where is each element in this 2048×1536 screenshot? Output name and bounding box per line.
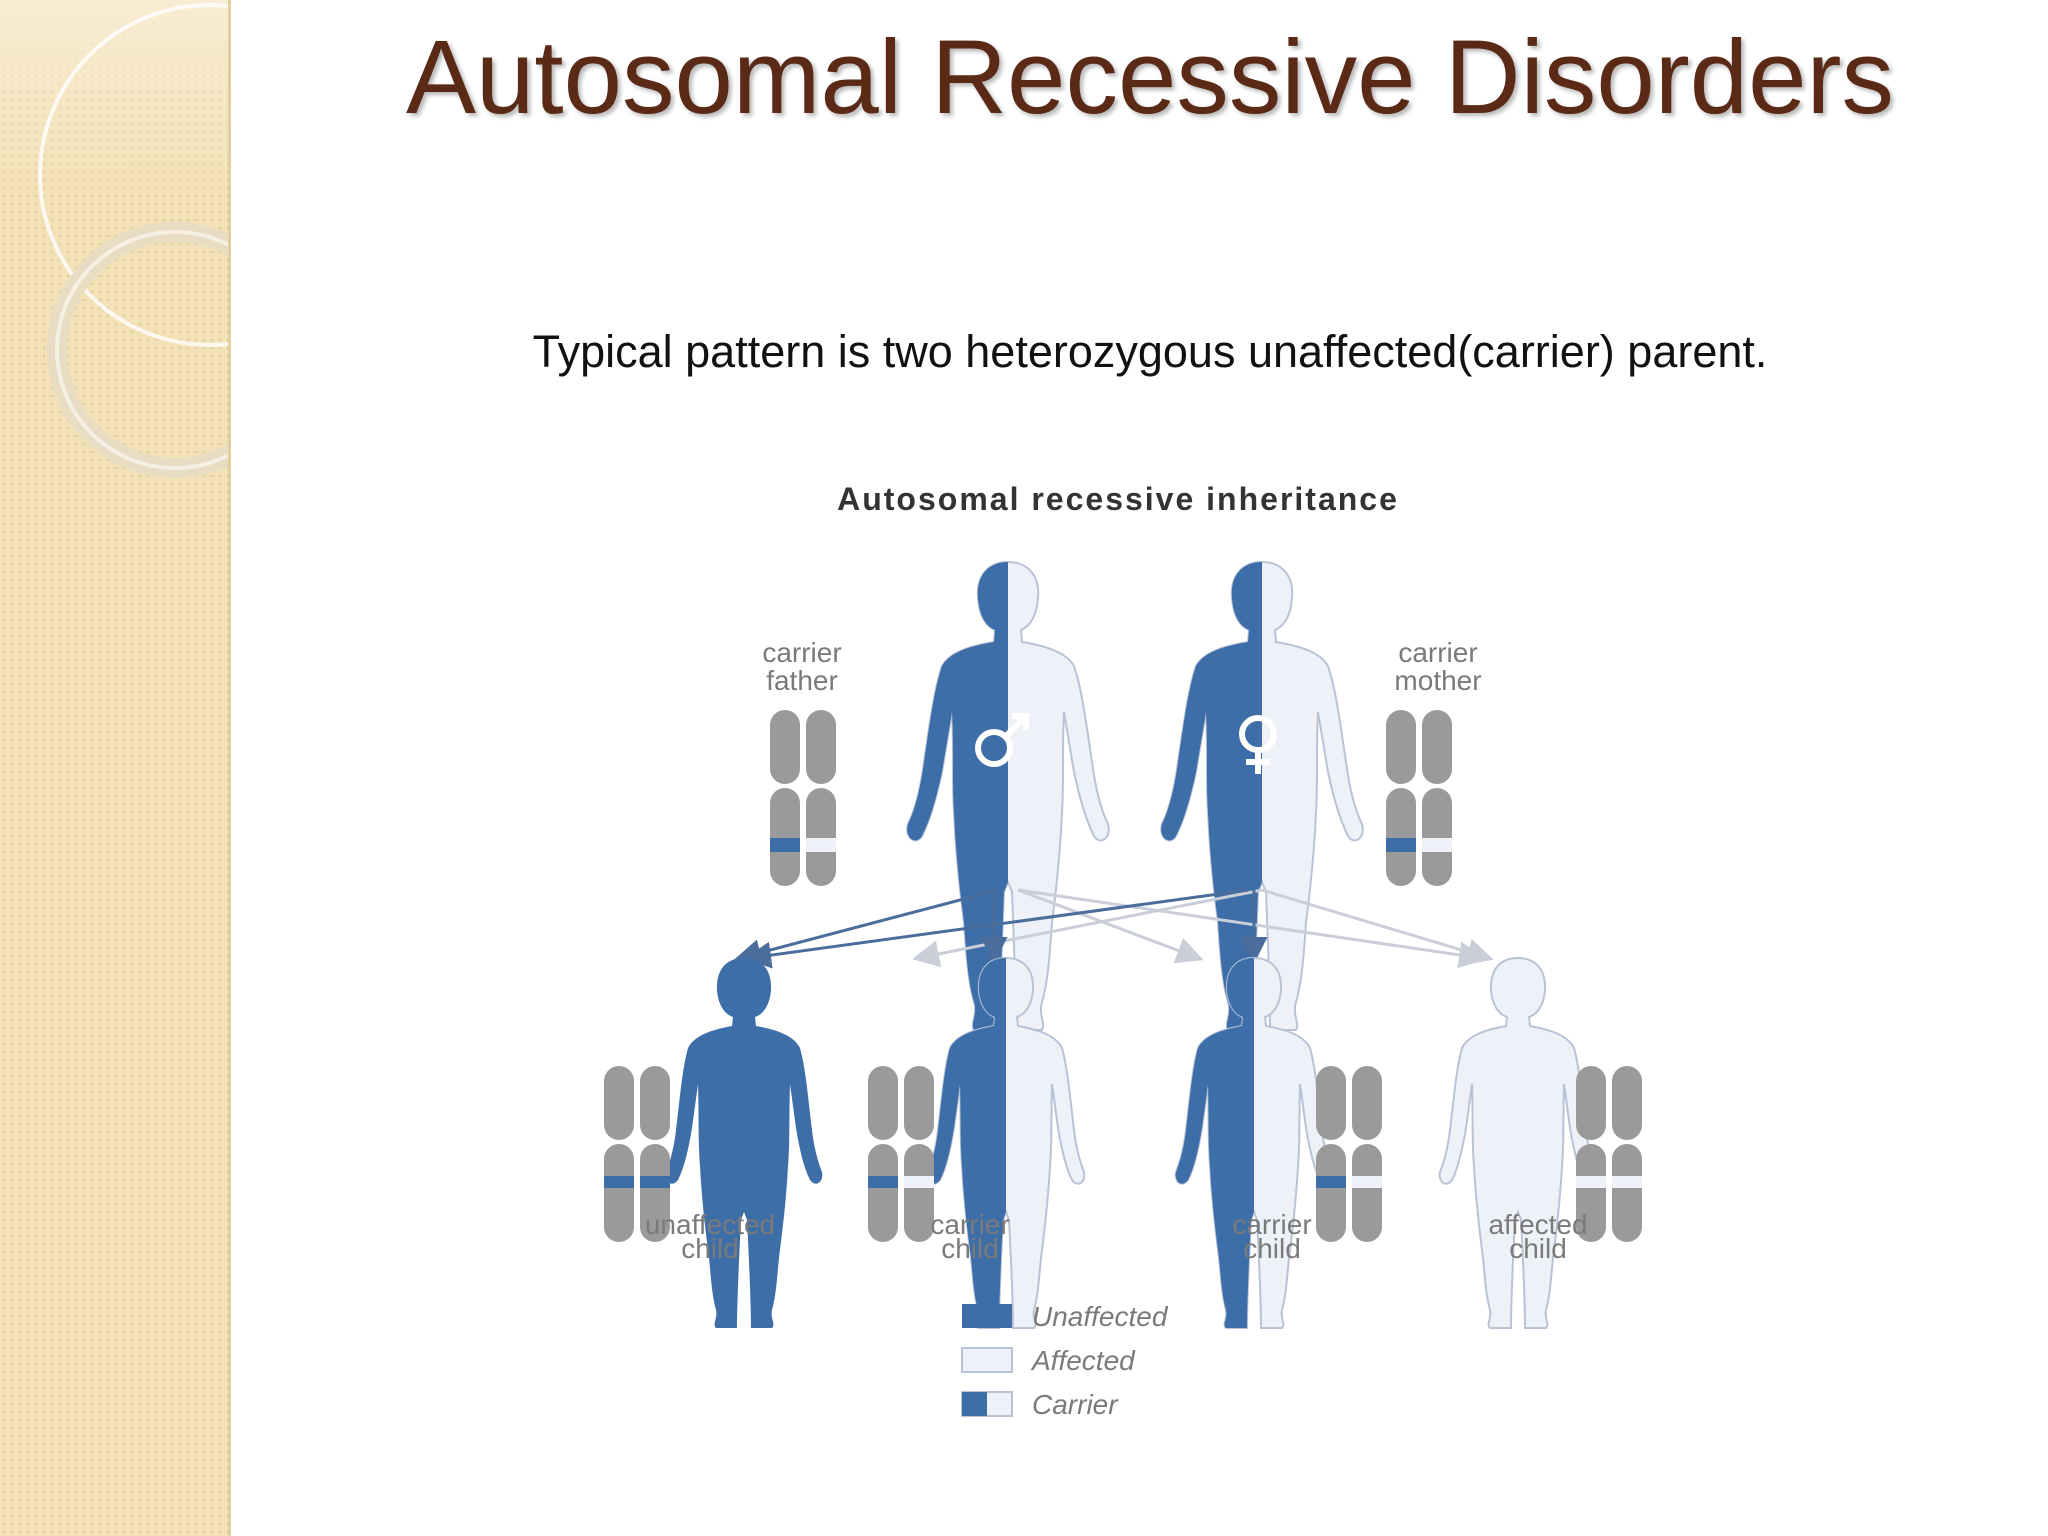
father-figure	[906, 561, 1110, 1031]
child-2-label-line2: child	[941, 1233, 999, 1264]
male-symbol-icon	[975, 713, 1029, 767]
sidebar-top-fade	[0, 0, 228, 190]
medium-ring-highlight	[55, 230, 228, 470]
child-carrier-1-chromosomes	[868, 1066, 934, 1242]
legend-label-carrier: Carrier	[1032, 1389, 1119, 1420]
legend: Unaffected Affected Carrier	[961, 1301, 1169, 1420]
medium-ring	[47, 222, 228, 478]
mother-chromosomes	[1386, 710, 1452, 886]
legend-swatch-affected	[961, 1347, 1013, 1373]
large-ring	[38, 3, 228, 347]
sidebar-rings	[38, 3, 228, 478]
father-label-line1: carrier	[762, 637, 841, 668]
child-affected-chromosomes	[1576, 1066, 1642, 1242]
legend-label-affected: Affected	[1030, 1345, 1136, 1376]
child-affected-figure	[1438, 957, 1598, 1329]
child-carrier-2-chromosomes	[1316, 1066, 1382, 1242]
father-label-line2: father	[766, 665, 838, 696]
inheritance-arrows	[734, 888, 1494, 969]
diagram-title: Autosomal recessive inheritance	[837, 481, 1399, 517]
child-4-label-line2: child	[1509, 1233, 1567, 1264]
legend-swatch-unaffected	[962, 1304, 1012, 1328]
mother-label-line2: mother	[1394, 665, 1481, 696]
slide-subtitle: Typical pattern is two heterozygous unaf…	[532, 326, 1768, 377]
child-1-label-line1: unaffected	[645, 1209, 775, 1240]
mother-figure	[1160, 561, 1364, 1031]
decorative-sidebar	[0, 0, 231, 1536]
mother-label-line1: carrier	[1398, 637, 1477, 668]
female-symbol-icon	[1239, 715, 1277, 774]
slide-title: Autosomal Recessive Disorders	[405, 19, 1895, 136]
inheritance-diagram: Autosomal recessive inheritance carrier …	[604, 481, 1642, 1420]
child-1-label-line2: child	[681, 1233, 739, 1264]
child-unaffected-chromosomes	[604, 1066, 670, 1242]
legend-label-unaffected: Unaffected	[1032, 1301, 1169, 1332]
child-3-label-line1: carrier	[1232, 1209, 1311, 1240]
child-carrier-2-figure	[1174, 957, 1334, 1329]
child-carrier-1-figure	[926, 957, 1086, 1329]
father-chromosomes	[770, 710, 836, 886]
child-unaffected-figure	[665, 958, 823, 1328]
child-4-label-line1: affected	[1488, 1209, 1587, 1240]
child-2-label-line1: carrier	[930, 1209, 1009, 1240]
child-3-label-line2: child	[1243, 1233, 1301, 1264]
